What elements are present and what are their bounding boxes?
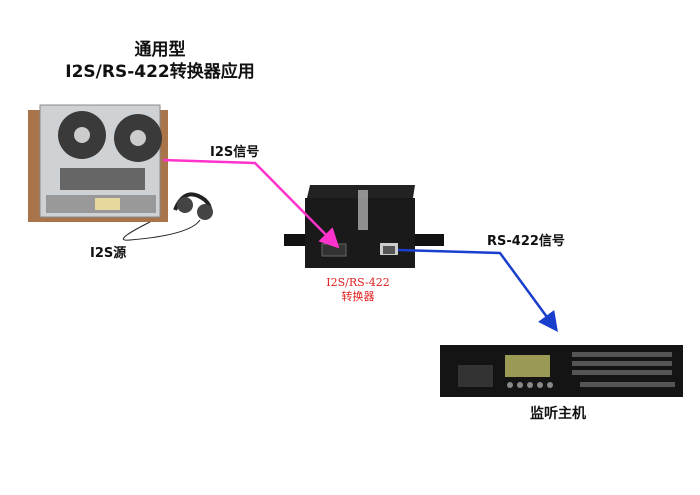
i2s-signal-line (162, 158, 340, 249)
rs422-signal-line (397, 248, 558, 333)
converter-label-line-2: 转换器 (341, 290, 375, 303)
title-line-2: I2S/RS-422转换器应用 (65, 62, 255, 82)
monitor-host-label: 监听主机 (530, 406, 586, 422)
converter-device (284, 185, 444, 268)
i2s-signal-label: I2S信号 (210, 145, 260, 160)
title-line-1: 通用型 (134, 40, 186, 60)
i2s-source-label: I2S源 (90, 246, 127, 261)
monitor-host-device (440, 345, 683, 397)
rs422-signal-label: RS-422信号 (487, 234, 565, 249)
tape-recorder-device (28, 104, 213, 241)
converter-label-line-1: I2S/RS-422 (326, 276, 390, 289)
